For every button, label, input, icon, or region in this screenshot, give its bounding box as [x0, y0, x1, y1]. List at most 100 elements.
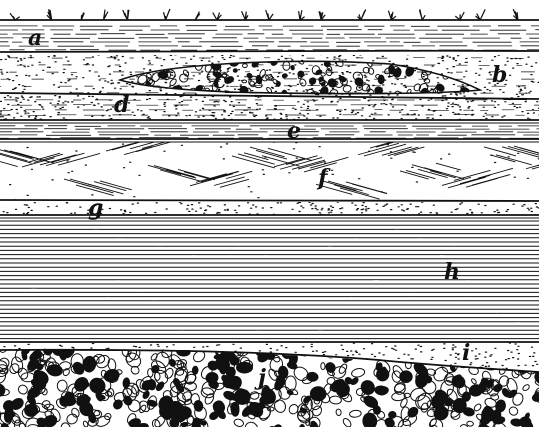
layer-f-cross-bed — [382, 147, 412, 155]
grass-tuft — [358, 9, 366, 20]
layer-c-pebble — [148, 58, 153, 65]
layer-j-cobble — [150, 353, 158, 362]
layer-j-cobble — [508, 405, 520, 416]
layer-h-white-breaks — [0, 240, 537, 241]
label-c: c — [213, 68, 227, 94]
layer-b-lamination — [0, 72, 535, 73]
layer-j-cobble — [82, 356, 97, 373]
layer-j-cobble — [388, 411, 397, 419]
layer-j-cobble — [409, 350, 420, 362]
layer-c-pebble — [321, 73, 326, 77]
layer-j-cobble — [72, 375, 91, 394]
layer-j-cobble — [321, 363, 325, 370]
layer-d-lamination — [0, 100, 525, 101]
layer-c-pebble — [171, 56, 180, 65]
grass-tuft — [164, 9, 170, 20]
layer-c-pebble — [242, 64, 247, 68]
grass-tuft — [476, 9, 486, 20]
label-e: e — [287, 118, 301, 144]
layer-a-lamination — [0, 34, 539, 35]
grass-tuft — [195, 12, 200, 20]
layer-f-cross-bed — [34, 154, 63, 162]
layer-h-white-breaks — [0, 256, 536, 257]
layer-c-pebble — [446, 64, 451, 69]
layer-j-cobble — [351, 367, 366, 378]
layer-f-cross-bed — [160, 170, 203, 182]
layer-c-pebble — [378, 75, 384, 84]
layer-f-cross-bed — [394, 147, 424, 156]
label-d: d — [114, 92, 129, 118]
grass-tuft — [513, 9, 518, 20]
grass-tuft — [213, 13, 222, 20]
layer-j-cobble — [151, 418, 161, 427]
layer-h-white-breaks — [0, 273, 514, 274]
layer-h-white-breaks — [0, 231, 534, 232]
layer-c-pebble — [173, 63, 178, 67]
layer-j-cobble — [181, 422, 188, 427]
layer-j-cobble — [473, 403, 482, 412]
layer-j-cobble — [508, 359, 515, 367]
layer-f-cross-bed — [196, 174, 227, 183]
layer-j-cobble — [17, 383, 30, 396]
boundary-f-g — [0, 200, 539, 201]
layer-g-stratum — [3, 202, 539, 215]
layer-j-cobble — [57, 380, 68, 392]
grass-tuft — [266, 10, 273, 20]
layer-f-cross-bed — [430, 171, 456, 178]
layer-c-pebble — [246, 73, 252, 79]
layer-j-cobble — [481, 353, 498, 370]
layer-c-pebble — [155, 60, 166, 68]
layer-d-lamination — [0, 110, 539, 111]
layer-j-cobble — [479, 347, 489, 358]
grass-tuft — [319, 11, 325, 20]
layer-c-pebble — [283, 61, 290, 70]
layer-c-pebble — [117, 66, 126, 75]
layer-c-pebble — [291, 65, 295, 70]
layer-j-cobble — [414, 342, 432, 358]
layer-j-cobble — [448, 358, 455, 364]
layer-j-cobble — [409, 386, 428, 403]
layer-j-cobble — [60, 421, 72, 427]
layer-e-stratum — [0, 126, 539, 139]
layer-c-pebble — [282, 74, 287, 78]
layer-j-cobble — [362, 343, 379, 359]
layer-c-pebble — [383, 58, 389, 63]
label-j: j — [254, 365, 266, 391]
layer-b-lamination — [0, 86, 526, 87]
layer-j-cobble — [338, 363, 349, 375]
layer-a-lamination — [0, 46, 539, 47]
layer-b-lamination — [0, 58, 524, 59]
layer-a-lamination — [0, 26, 539, 27]
layer-j-cobble — [522, 383, 531, 391]
layer-c-pebble — [450, 68, 456, 74]
layer-f-cross-bed — [220, 179, 249, 187]
layer-h-white-breaks — [0, 223, 532, 224]
layer-j-cobble — [309, 420, 319, 427]
layer-a-lamination — [0, 30, 539, 31]
layer-f-cross-bed — [490, 155, 515, 162]
layer-c-pebble — [146, 81, 152, 88]
layer-j-cobble — [342, 417, 353, 427]
layer-j-cobble — [363, 346, 377, 360]
layer-f-cross-bed — [88, 184, 123, 194]
layer-f-cross-bed — [58, 153, 100, 165]
layer-a-lamination — [0, 42, 539, 43]
grass-tuft — [47, 9, 52, 20]
grass-tuft — [299, 10, 305, 20]
layer-f-sand-dots — [10, 142, 539, 200]
layer-e-lamination — [0, 135, 539, 136]
layer-j-cobble — [414, 342, 430, 357]
layer-f-cross-bed — [274, 158, 305, 167]
layer-c-pebble — [177, 59, 184, 66]
grass-tuft — [123, 10, 129, 20]
label-b: b — [492, 62, 507, 88]
layer-c-pebble — [454, 67, 462, 75]
layer-f-cross-bed — [502, 147, 539, 158]
layer-j-cobble — [499, 355, 511, 365]
layer-j-cobble — [400, 371, 413, 383]
grass-tuft — [81, 13, 84, 21]
layer-j-cobble — [123, 377, 130, 388]
layer-f-cross-bed — [484, 147, 516, 156]
